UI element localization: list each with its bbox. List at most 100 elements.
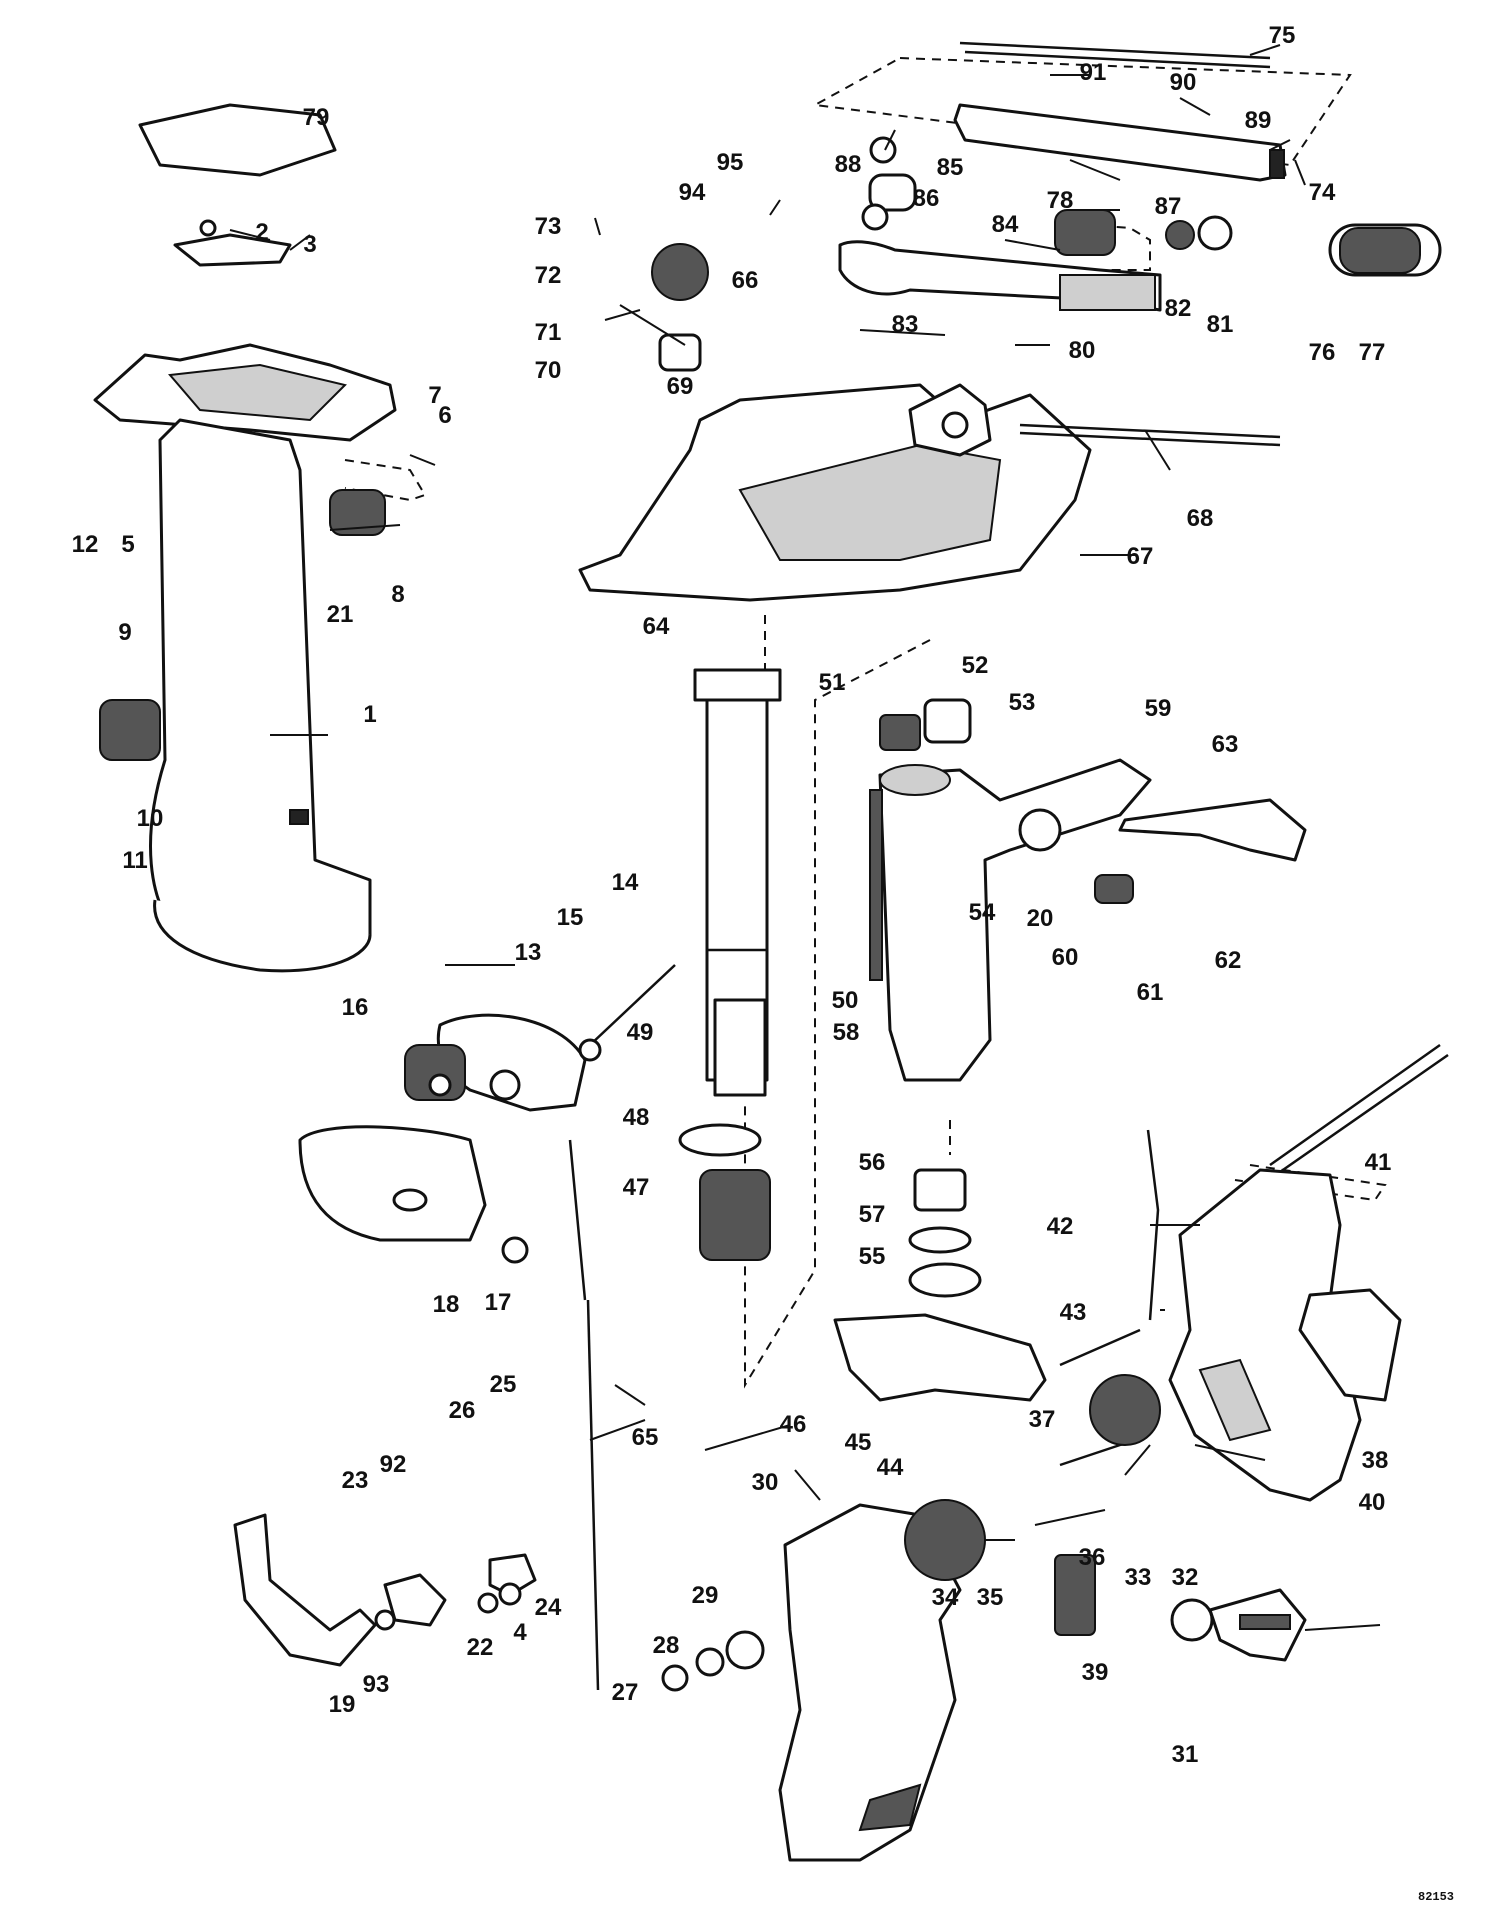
callout-53: 53 (1009, 689, 1036, 716)
nut-10 (428, 1073, 452, 1097)
seal-55 (908, 1262, 982, 1298)
callout-24: 24 (535, 1594, 562, 1621)
callout-4: 4 (513, 1619, 527, 1646)
callout-93: 93 (363, 1671, 390, 1698)
plate-3 (173, 233, 292, 267)
callout-1: 1 (363, 701, 376, 728)
callout-65: 65 (632, 1424, 659, 1451)
drawing-code: 82153 (1418, 1890, 1454, 1904)
callout-76: 76 (1309, 339, 1336, 366)
pad-32 (1170, 1598, 1214, 1642)
bushing-72 (658, 333, 702, 372)
callout-38: 38 (1362, 1447, 1389, 1474)
nut-4 (498, 1582, 522, 1606)
tiller-cover-18 (298, 1125, 487, 1242)
callout-11: 11 (122, 847, 147, 874)
rod-65-upper (568, 1139, 587, 1301)
clamp-screw-bracket (1298, 1288, 1402, 1402)
callout-34: 34 (932, 1584, 959, 1611)
clamp-brackets (778, 1168, 1402, 1862)
exhaust-tube-lower (713, 998, 767, 1097)
callout-91: 91 (1080, 59, 1107, 86)
callout-15: 15 (557, 904, 584, 931)
callout-69: 69 (667, 373, 694, 400)
washer-57 (908, 1226, 972, 1254)
callout-90: 90 (1170, 69, 1197, 96)
callout-74: 74 (1309, 179, 1336, 206)
callout-52: 52 (962, 652, 989, 679)
callout-78: 78 (1047, 187, 1074, 214)
callout-49: 49 (627, 1019, 654, 1046)
callout-10: 10 (137, 805, 164, 832)
gasket-79 (138, 103, 337, 177)
washer-93 (374, 1609, 396, 1631)
pin-43 (1059, 1328, 1141, 1367)
wire-42 (1146, 1129, 1160, 1321)
leader-lines (229, 44, 1381, 1631)
callout-71: 71 (535, 319, 562, 346)
callout-7: 7 (428, 382, 441, 409)
bracket-axis-guide (744, 639, 931, 1389)
callout-82: 82 (1165, 295, 1192, 322)
callout-72: 72 (535, 262, 562, 289)
callout-22: 22 (467, 1634, 494, 1661)
callout-54: 54 (969, 899, 996, 926)
callout-32: 32 (1172, 1564, 1199, 1591)
swivel-bracket-hole (941, 411, 969, 439)
callout-87: 87 (1155, 193, 1182, 220)
callout-31: 31 (1172, 1741, 1199, 1768)
callout-64: 64 (643, 613, 670, 640)
housing-plate-top (168, 363, 347, 422)
mount-8 (329, 489, 386, 536)
callout-17: 17 (485, 1289, 512, 1316)
callout-94: 94 (679, 179, 706, 206)
steering-post-bore (879, 764, 951, 796)
callout-48: 48 (623, 1104, 650, 1131)
callout-61: 61 (1137, 979, 1164, 1006)
callout-77: 77 (1359, 339, 1386, 366)
rod-68 (1019, 423, 1281, 439)
callout-86: 86 (913, 185, 940, 212)
housing-boss (289, 809, 309, 825)
callout-56: 56 (859, 1149, 886, 1176)
callout-41: 41 (1365, 1149, 1392, 1176)
friction-gear-73 (651, 243, 709, 301)
washer-48 (678, 1123, 762, 1157)
callout-30: 30 (752, 1469, 779, 1496)
shift-arm-24 (488, 1553, 537, 1597)
bolt-14 (589, 964, 676, 1046)
callout-63: 63 (1212, 731, 1239, 758)
covers (298, 1013, 1047, 1402)
callout-26: 26 (449, 1397, 476, 1424)
callout-46: 46 (780, 1411, 807, 1438)
rod-65-lower (586, 1299, 600, 1691)
callout-89: 89 (1245, 107, 1272, 134)
washer-28 (695, 1647, 725, 1677)
callout-55: 55 (859, 1243, 886, 1270)
callout-13: 13 (515, 939, 542, 966)
callout-36: 36 (1079, 1544, 1106, 1571)
bushing-47 (699, 1169, 771, 1261)
callout-44: 44 (877, 1454, 904, 1481)
callout-81: 81 (1207, 311, 1234, 338)
rod-41 (1269, 1043, 1441, 1167)
callout-29: 29 (692, 1582, 719, 1609)
nut-17 (501, 1236, 529, 1264)
callout-8: 8 (391, 581, 404, 608)
washer-13 (489, 1069, 521, 1101)
callout-83: 83 (892, 311, 919, 338)
steering-handle (838, 103, 1442, 312)
nut-15 (578, 1038, 602, 1062)
callout-66: 66 (732, 267, 759, 294)
rod-75 (959, 41, 1271, 60)
grip-knurl (1339, 227, 1421, 274)
callout-92: 92 (380, 1451, 407, 1478)
callout-3: 3 (303, 231, 316, 258)
clamp-screw-thread (1239, 1614, 1291, 1630)
mount-9-left (99, 699, 161, 761)
shift-linkage (233, 1513, 537, 1667)
callout-80: 80 (1069, 337, 1096, 364)
exhaust-tube (693, 668, 782, 1097)
callout-57: 57 (859, 1201, 886, 1228)
